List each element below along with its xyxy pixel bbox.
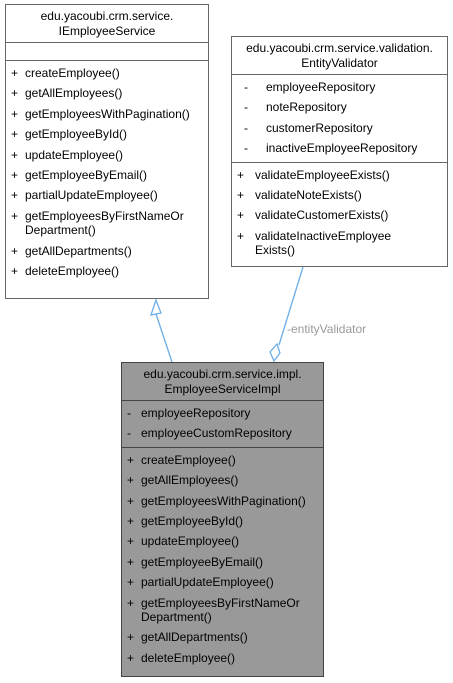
- interface-name: IEmployeeService: [58, 24, 156, 38]
- impl-methods-section: +createEmployee() +getAllEmployees() +ge…: [122, 448, 323, 671]
- attribute-item: -employeeRepository: [127, 406, 251, 420]
- method-item: +getAllEmployees(): [127, 473, 239, 488]
- attribute-item: -inactiveEmployeeRepository: [244, 141, 418, 156]
- attribute-item: -employeeCustomRepository: [127, 426, 292, 441]
- method-item: +deleteEmployee(): [127, 650, 236, 665]
- aggregation-edge: [278, 266, 304, 346]
- method-item: +createEmployee(): [11, 66, 120, 80]
- validator-name: EntityValidator: [301, 56, 378, 70]
- impl-name: EmployeeServiceImpl: [164, 382, 281, 396]
- method-item: +partialUpdateEmployee(): [127, 575, 274, 590]
- interface-package: edu.yacoubi.crm.service.: [40, 9, 174, 23]
- method-item: +getEmployeesWithPagination(): [127, 493, 306, 508]
- validator-header: edu.yacoubi.crm.service.validation. Enti…: [232, 37, 447, 75]
- aggregation-label: -entityValidator: [287, 322, 367, 336]
- impl-attributes-section: -employeeRepository -employeeCustomRepos…: [122, 401, 323, 448]
- method-item: +getAllDepartments(): [11, 243, 132, 258]
- realization-edge: [155, 313, 173, 363]
- realization-arrowhead-icon: [150, 298, 162, 316]
- method-item: +validateCustomerExists(): [237, 208, 389, 223]
- method-item: +getEmployeeByEmail(): [127, 554, 264, 569]
- method-item: +getEmployeeById(): [127, 514, 244, 529]
- attribute-item: -customerRepository: [244, 120, 373, 135]
- method-item: +validateNoteExists(): [237, 188, 362, 203]
- method-item: +getAllEmployees(): [11, 86, 123, 101]
- method-item: +getAllDepartments(): [127, 630, 248, 645]
- validator-methods-section: +validateEmployeeExists() +validateNoteE…: [232, 163, 447, 264]
- impl-header: edu.yacoubi.crm.service.impl. EmployeeSe…: [122, 363, 323, 401]
- attribute-item: -noteRepository: [244, 100, 347, 115]
- method-item: +getEmployeeByEmail(): [11, 168, 148, 183]
- interface-attributes-section: [6, 43, 208, 61]
- interface-header: edu.yacoubi.crm.service. IEmployeeServic…: [6, 5, 208, 43]
- validator-attributes-section: -employeeRepository -noteRepository -cus…: [232, 75, 447, 163]
- aggregation-diamond-icon: [269, 342, 281, 363]
- method-item: +updateEmployee(): [127, 534, 240, 549]
- impl-package: edu.yacoubi.crm.service.impl.: [143, 367, 302, 381]
- method-item: +partialUpdateEmployee(): [11, 188, 158, 203]
- interface-methods-section: +createEmployee() +getAllEmployees() +ge…: [6, 61, 208, 284]
- method-item: +updateEmployee(): [11, 147, 124, 162]
- validator-box[interactable]: edu.yacoubi.crm.service.validation. Enti…: [231, 36, 448, 267]
- method-item: +validateEmployeeExists(): [237, 167, 390, 182]
- interface-box[interactable]: edu.yacoubi.crm.service. IEmployeeServic…: [5, 4, 209, 299]
- validator-package: edu.yacoubi.crm.service.validation.: [246, 41, 433, 55]
- attribute-item: -employeeRepository: [244, 80, 376, 94]
- method-item: +createEmployee(): [127, 452, 236, 467]
- method-item: +deleteEmployee(): [11, 264, 120, 279]
- method-item: +getEmployeesWithPagination(): [11, 106, 190, 121]
- impl-box[interactable]: edu.yacoubi.crm.service.impl. EmployeeSe…: [121, 362, 324, 677]
- method-item: +getEmployeeById(): [11, 127, 128, 142]
